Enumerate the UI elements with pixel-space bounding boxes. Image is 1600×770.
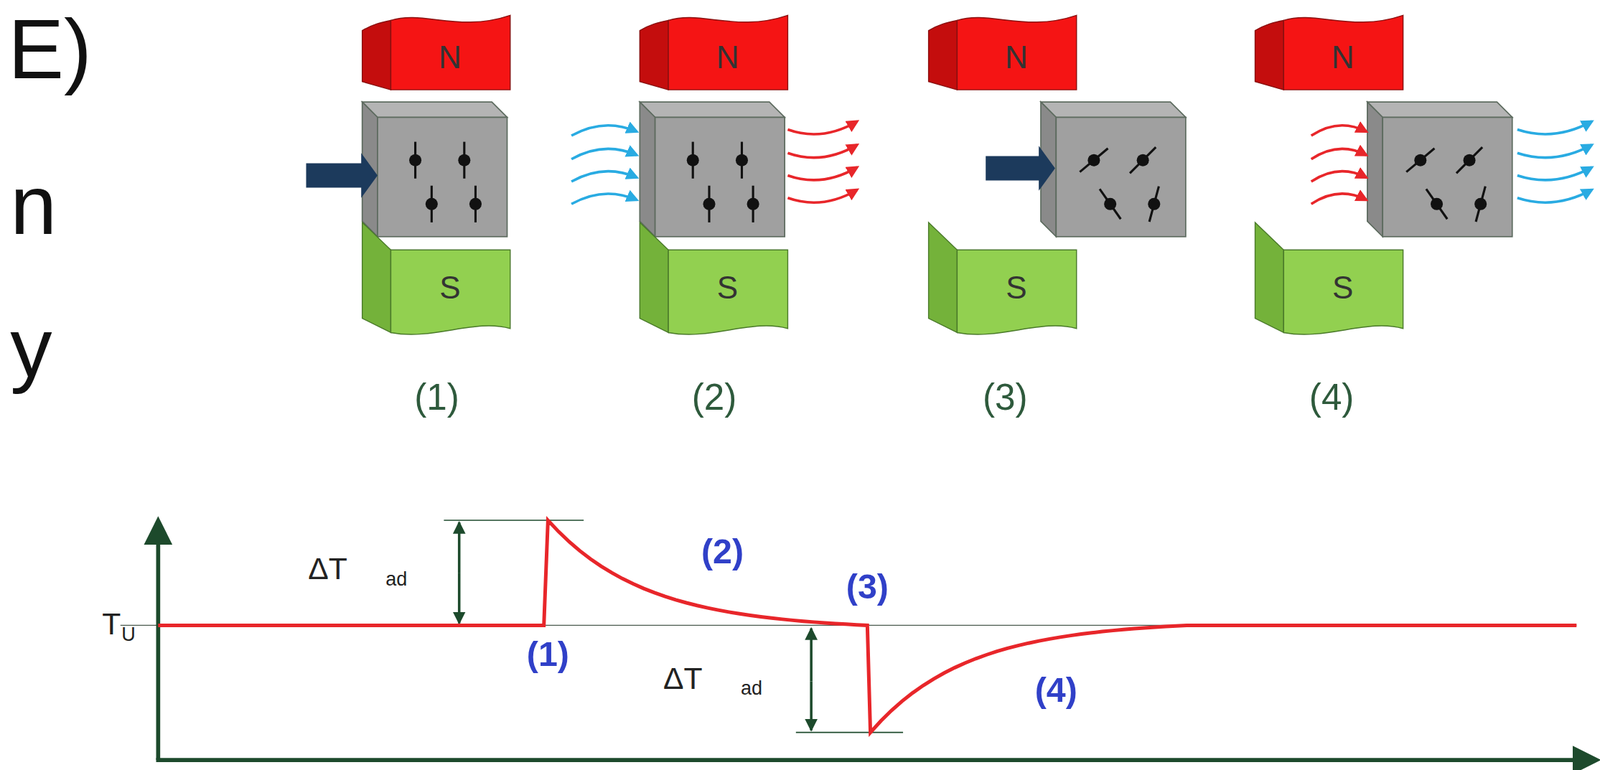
south-pole: S (928, 222, 1077, 337)
heat-flow (571, 193, 637, 204)
temperature-curve (157, 520, 1577, 733)
delta-t-symbol: ΔT (307, 554, 348, 586)
step-label: (1) (414, 379, 460, 417)
dimension-arrow (809, 628, 813, 682)
south-pole: S (362, 222, 511, 337)
heat-flow (1311, 125, 1367, 136)
dimension-arrow (809, 681, 813, 731)
step-marker: (2) (701, 533, 744, 568)
delta-t-symbol: ΔT (663, 663, 703, 695)
magnet-shape (1255, 222, 1404, 337)
heat-flow (1311, 171, 1367, 182)
slide-text: y (10, 305, 52, 390)
magnet-shape (639, 10, 788, 90)
step-marker: (4) (1035, 672, 1078, 708)
south-pole: S (639, 222, 788, 337)
north-pole: N (362, 10, 511, 90)
temperature-subscript: U (121, 624, 136, 644)
step-label: (2) (691, 379, 738, 417)
pole-label: S (717, 272, 738, 304)
material-block (639, 101, 785, 237)
slide-text: E) (7, 7, 92, 92)
pole-label: N (1331, 41, 1355, 74)
magnet-shape (362, 10, 511, 90)
north-pole: N (928, 10, 1077, 90)
temperature-symbol: T (101, 609, 121, 641)
pole-label: N (1004, 41, 1028, 74)
north-pole: N (1255, 10, 1404, 90)
magnet-shape (1255, 10, 1404, 90)
step-marker: (3) (846, 569, 889, 604)
pole-label: N (716, 41, 740, 74)
dimension-arrow (457, 522, 461, 574)
heat-flow (787, 167, 858, 181)
heat-flow (1517, 189, 1593, 203)
dimension-arrow (457, 573, 461, 624)
south-pole: S (1255, 222, 1404, 337)
north-pole: N (639, 10, 788, 90)
heat-flow (787, 189, 858, 203)
heat-flow (571, 148, 637, 159)
motion-arrow (305, 152, 378, 199)
magnet-shape (928, 10, 1077, 90)
heat-flow (787, 144, 858, 158)
step-marker: (1) (526, 636, 570, 672)
y-axis (155, 530, 161, 761)
heat-flow (1311, 193, 1367, 204)
pole-label: S (1332, 272, 1354, 304)
material-block (1040, 101, 1186, 237)
pole-label: N (438, 41, 462, 74)
motion-arrow (985, 145, 1056, 191)
magnet-shape (639, 222, 788, 337)
heat-flow (1517, 167, 1593, 181)
pole-label: S (1005, 272, 1027, 304)
delta-t-subscript: ad (385, 569, 407, 589)
magnet-shape (362, 222, 511, 337)
magnet-shape (928, 222, 1077, 337)
delta-t-subscript: ad (740, 678, 763, 698)
heat-flow (1517, 144, 1593, 158)
material-block (1367, 101, 1513, 237)
step-label: (3) (982, 379, 1028, 417)
heat-flow (1311, 148, 1367, 159)
material-block (362, 101, 508, 237)
heat-flow (787, 121, 858, 135)
heat-flow (1517, 121, 1593, 135)
pole-label: S (439, 272, 461, 304)
heat-flow (571, 125, 637, 136)
heat-flow (571, 171, 637, 182)
slide-text: n (10, 162, 57, 247)
step-label: (4) (1309, 379, 1355, 417)
x-axis (155, 758, 1587, 763)
